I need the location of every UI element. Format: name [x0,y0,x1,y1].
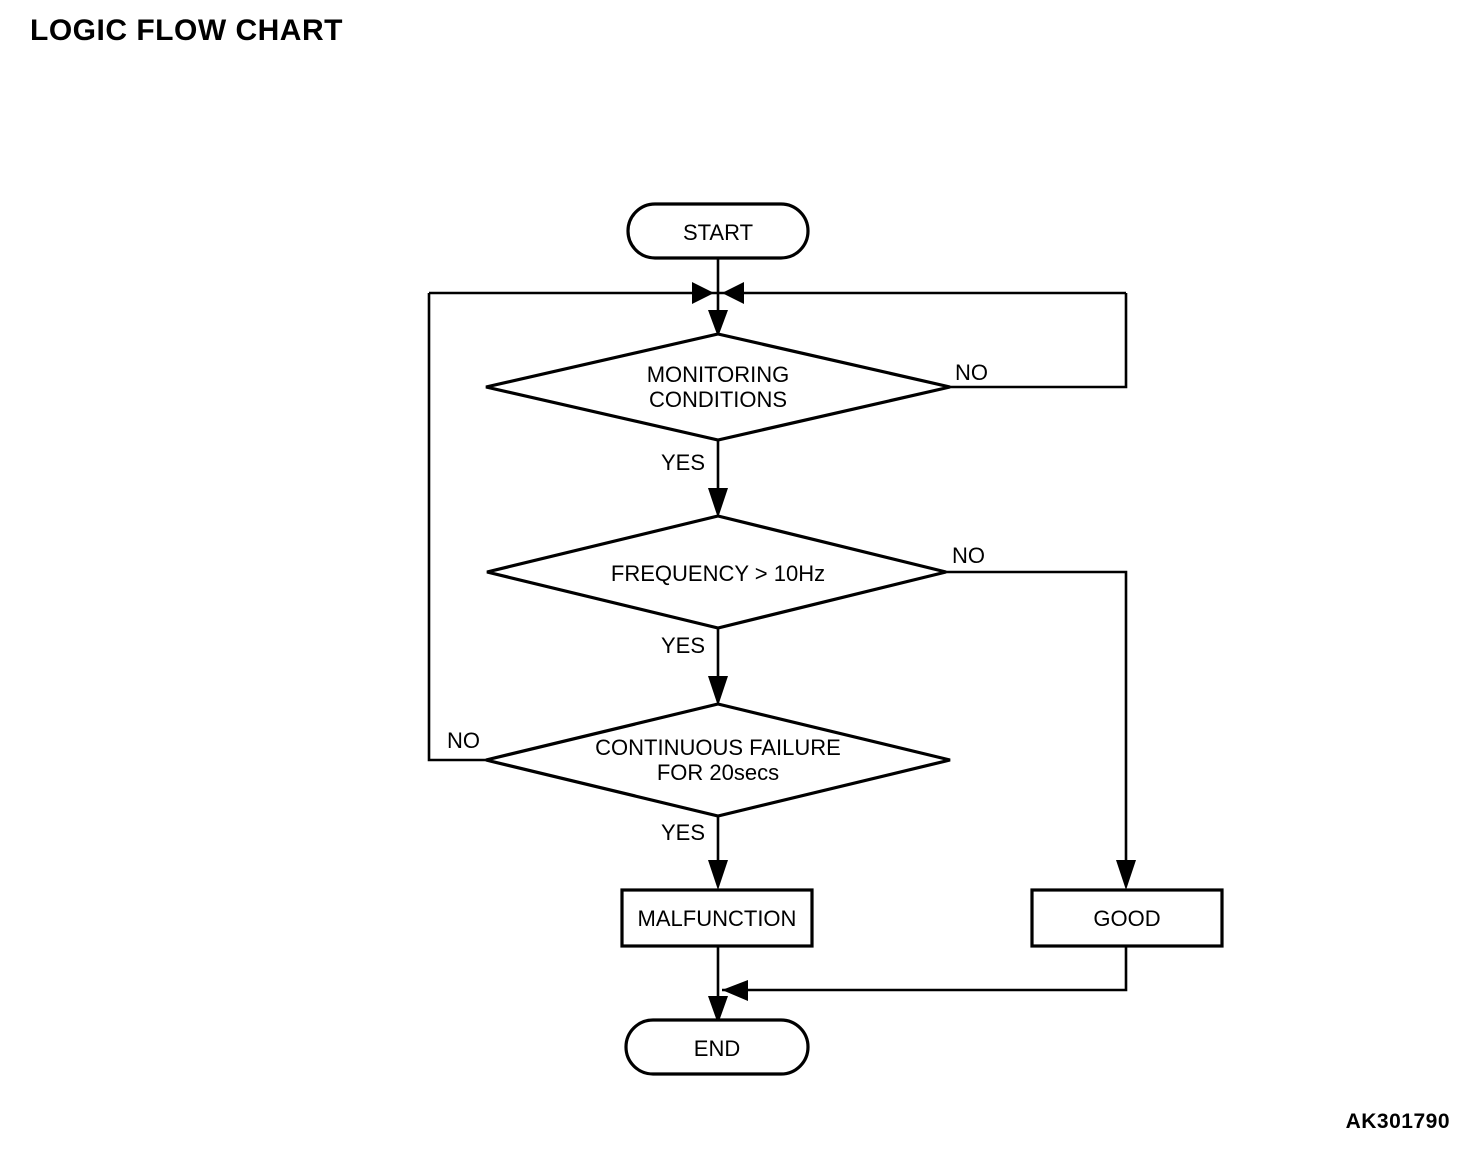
process-good-label: GOOD [1093,906,1160,931]
arrowhead-good-join [722,980,748,1001]
arrowhead-into-good [1116,860,1136,890]
edge-label-monitoring-no: NO [955,360,988,385]
edge-label-continuous-yes: YES [661,820,705,845]
edge-label-frequency-yes: YES [661,633,705,658]
connector-good-to-end [722,946,1128,992]
decision-continuous-line1: CONTINUOUS FAILURE [595,735,841,760]
arrowhead-into-end [708,996,728,1024]
decision-frequency-label: FREQUENCY > 10Hz [611,561,825,586]
arrowhead-into-frequency [708,488,728,518]
terminator-start[interactable] [626,202,810,260]
arrowhead-merge-from-left [692,282,714,304]
arrowhead-into-monitoring [708,310,728,337]
process-malfunction[interactable] [620,888,814,948]
page-title: LOGIC FLOW CHART [30,14,343,47]
terminator-start-label: START [683,220,753,245]
arrowhead-into-malfunction [708,860,728,890]
connector-continuous-no-loop [427,293,486,762]
decision-continuous-line2: FOR 20secs [657,760,779,785]
terminator-end-label: END [694,1036,740,1061]
edge-label-monitoring-yes: YES [661,450,705,475]
process-good[interactable] [1030,888,1224,948]
arrowhead-into-continuous [708,676,728,706]
edge-label-frequency-no: NO [952,543,985,568]
process-malfunction-label: MALFUNCTION [638,906,797,931]
connector-frequency-no [946,570,1128,884]
decision-monitoring-line2: CONDITIONS [649,387,787,412]
edge-label-continuous-no: NO [447,728,480,753]
terminator-end[interactable] [624,1018,810,1076]
connector-monitoring-no-loop [950,293,1128,389]
figure-id-label: AK301790 [1345,1110,1450,1133]
decision-monitoring-line1: MONITORING [647,362,790,387]
arrowhead-merge-from-right [722,282,744,304]
